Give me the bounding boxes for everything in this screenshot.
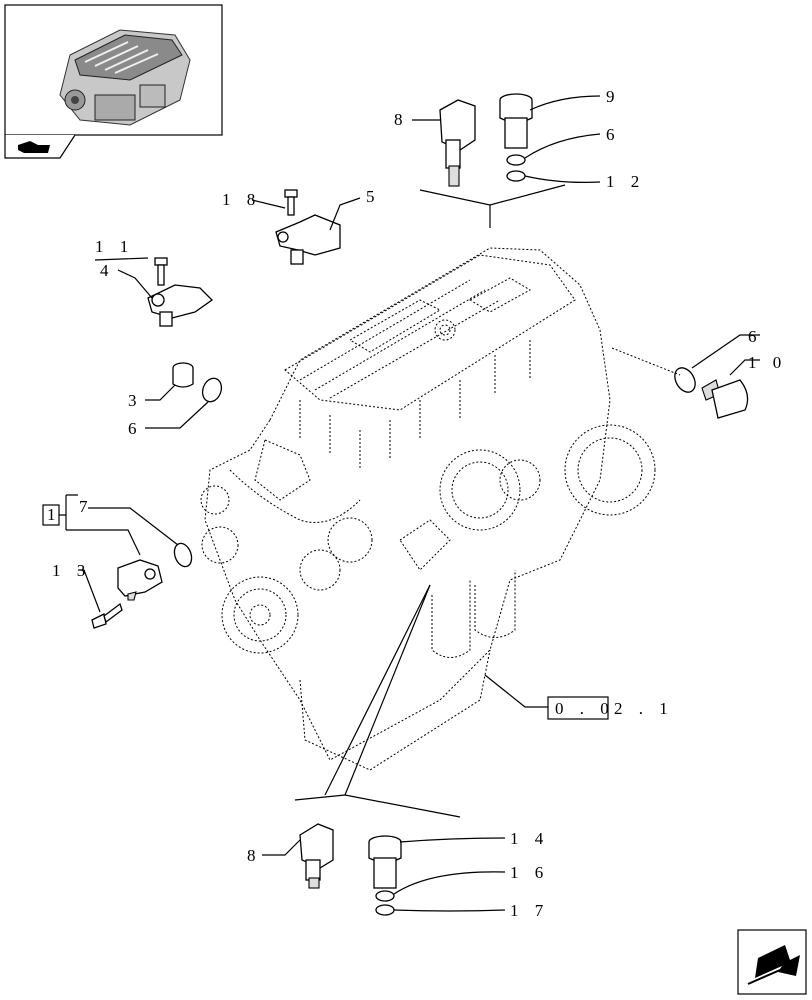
sensor-9[interactable]: [499, 93, 533, 149]
sensor-14[interactable]: [368, 835, 402, 889]
callout-16: 1 6: [510, 863, 549, 882]
reference-rest-text: 2 . 1: [614, 699, 674, 718]
callout-6-top: 6: [606, 125, 621, 144]
callout-8-top: 8: [394, 110, 409, 129]
reference-boxed-text: 0 . 0: [555, 699, 615, 718]
arrow-next-icon: [747, 945, 800, 985]
sensor-8-bottom[interactable]: [299, 823, 334, 889]
callout-12: 1 2: [606, 172, 645, 191]
seal-ring-12[interactable]: [506, 170, 526, 182]
callout-6-left: 6: [128, 419, 143, 438]
sensor-10[interactable]: [701, 379, 749, 419]
seal-ring-6-top[interactable]: [506, 154, 526, 166]
callout-6-right: 6: [748, 327, 763, 346]
reference-box[interactable]: [547, 696, 609, 720]
sensor-4[interactable]: [147, 284, 214, 327]
sensor-5[interactable]: [275, 214, 341, 265]
model-tab-icon: [18, 141, 50, 153]
seal-ring-16[interactable]: [375, 890, 395, 902]
seal-ring-17[interactable]: [375, 904, 395, 916]
callout-13: 1 3: [52, 561, 91, 580]
screw-11[interactable]: [154, 257, 168, 286]
callout-8-bottom: 8: [247, 846, 262, 865]
callout-10: 1 0: [748, 353, 787, 372]
engine-thumbnail[interactable]: [4, 4, 223, 159]
callout-5: 5: [366, 187, 381, 206]
engine-thumbnail-image: [59, 29, 191, 126]
sensor-7[interactable]: [117, 559, 163, 601]
sensor-8-top[interactable]: [439, 99, 476, 187]
callout-11: 1 1: [95, 237, 134, 256]
callout-4: 4: [100, 261, 115, 280]
callout-9: 9: [606, 87, 621, 106]
engine-block: [200, 247, 656, 771]
screw-13[interactable]: [91, 602, 123, 629]
screw-18[interactable]: [284, 189, 298, 216]
plug-3[interactable]: [172, 362, 194, 388]
seal-ring-7[interactable]: [171, 541, 194, 569]
seal-ring-6-left[interactable]: [199, 376, 224, 405]
seal-ring-6-right[interactable]: [671, 364, 700, 396]
callout-7: 7: [79, 497, 94, 516]
callout-3: 3: [128, 391, 143, 410]
callout-17: 1 7: [510, 901, 549, 920]
callout-14: 1 4: [510, 829, 549, 848]
callout-18: 1 8: [222, 190, 261, 209]
group-1-label: 1: [47, 505, 62, 524]
next-page-button[interactable]: [737, 929, 807, 995]
